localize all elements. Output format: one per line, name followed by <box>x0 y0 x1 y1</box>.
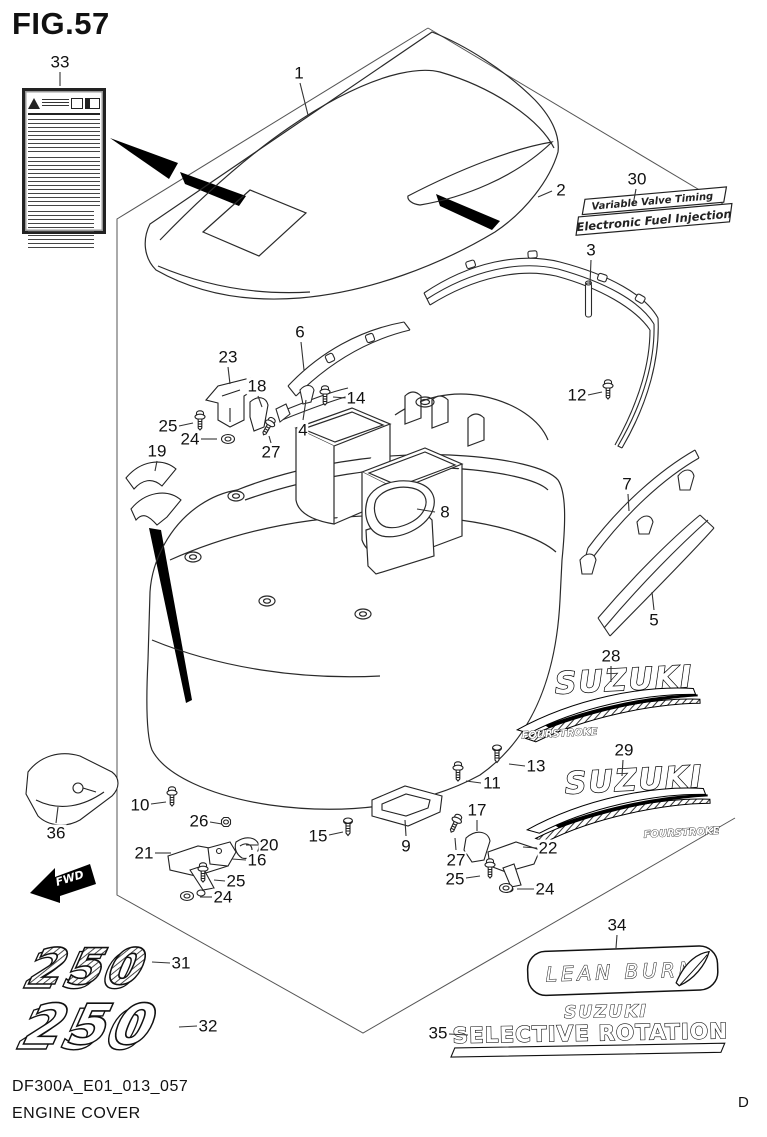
svg-text:LEAN BURN: LEAN BURN <box>545 957 698 986</box>
part-label-29: 29 <box>613 740 635 760</box>
engine-cover-top <box>144 31 559 300</box>
part-label-7: 7 <box>621 474 633 494</box>
placement-arrows <box>110 138 500 703</box>
part-label-2: 2 <box>555 180 567 200</box>
vent-seal-strips <box>275 321 411 423</box>
part-label-9: 9 <box>400 836 412 856</box>
part-label-4: 4 <box>297 420 309 440</box>
svg-text:250: 250 <box>25 938 156 996</box>
drawing-code: DF300A_E01_013_057 <box>12 1078 189 1095</box>
part-label-32: 32 <box>197 1016 219 1036</box>
warning-header-text-lines <box>42 98 69 108</box>
part-label-36: 36 <box>45 823 67 843</box>
warning-triangle-icon <box>28 97 40 109</box>
warning-fine-print <box>28 119 100 153</box>
part-label-30: 30 <box>626 169 648 189</box>
part-label-33: 33 <box>49 52 71 72</box>
svg-text:SELECTIVE ROTATION: SELECTIVE ROTATION <box>452 1019 728 1049</box>
part-label-25: 25 <box>444 869 466 889</box>
part-label-24: 24 <box>179 429 201 449</box>
part-label-10: 10 <box>129 795 151 815</box>
part-label-20: 20 <box>258 835 280 855</box>
suzuki-decal-28: SUZUKI FOURSTROKE <box>515 659 701 743</box>
warning-small-icon <box>71 97 83 109</box>
warning-fine-print <box>28 211 95 251</box>
part-label-5: 5 <box>648 610 660 630</box>
part-label-27: 27 <box>445 850 467 870</box>
drawing-caption: ENGINE COVER <box>12 1105 141 1122</box>
vvt-efi-badge: Variable Valve Timing Electronic Fuel In… <box>575 186 733 236</box>
leader-lines <box>55 72 655 1036</box>
part-label-34: 34 <box>606 915 628 935</box>
part-label-8: 8 <box>439 502 451 522</box>
part-label-21: 21 <box>133 843 155 863</box>
part-label-1: 1 <box>293 63 305 83</box>
part-label-22: 22 <box>537 838 559 858</box>
lower-cowl <box>146 391 566 810</box>
lean-burn-badge: LEAN BURN <box>526 945 719 997</box>
suzuki-wordmark: SUZUKI <box>554 660 694 702</box>
warning-manual-icon <box>85 97 100 109</box>
decal-250-outline: 250 250 <box>12 992 169 1063</box>
part-label-25: 25 <box>157 416 179 436</box>
part-label-26: 26 <box>188 811 210 831</box>
side-seal-and-molding <box>579 449 715 637</box>
part-label-24: 24 <box>534 879 556 899</box>
svg-text:250: 250 <box>20 993 168 1058</box>
part-label-6: 6 <box>294 322 306 342</box>
part-label-15: 15 <box>307 826 329 846</box>
svg-text:250: 250 <box>20 942 151 1000</box>
part-label-11: 11 <box>482 773 502 793</box>
svg-text:SUZUKI: SUZUKI <box>564 1002 648 1023</box>
part-label-27: 27 <box>260 442 282 462</box>
part-label-17: 17 <box>466 800 488 820</box>
part-label-14: 14 <box>345 388 367 408</box>
part-label-13: 13 <box>525 756 547 776</box>
part-label-24: 24 <box>212 887 234 907</box>
suzuki-decal-29: SUZUKI FOURSTROKE <box>525 759 720 843</box>
part-label-23: 23 <box>217 347 239 367</box>
vent-grille <box>423 250 659 449</box>
selective-rotation-decal: SUZUKI SELECTIVE ROTATION <box>450 1001 729 1058</box>
part-label-25: 25 <box>225 871 247 891</box>
svg-text:250: 250 <box>13 998 161 1063</box>
part-label-28: 28 <box>600 646 622 666</box>
fwd-arrow: FWD <box>30 864 96 903</box>
part-label-18: 18 <box>246 376 268 396</box>
part-label-12: 12 <box>566 385 588 405</box>
part-label-35: 35 <box>427 1023 449 1043</box>
part-label-3: 3 <box>585 240 597 260</box>
page-marker: D <box>738 1094 749 1111</box>
fourstroke-wordmark: FOURSTROKE <box>643 826 720 841</box>
figure-title: FIG.57 <box>12 6 110 41</box>
fourstroke-wordmark: FOURSTROKE <box>521 727 598 742</box>
warning-fine-print <box>28 157 100 207</box>
part-label-19: 19 <box>146 441 168 461</box>
frame-lines <box>116 27 736 1034</box>
warning-sticker-header <box>28 93 100 115</box>
part-label-31: 31 <box>170 953 192 973</box>
warning-sticker <box>22 88 106 251</box>
part-label-16: 16 <box>246 850 268 870</box>
decal-250-hatched: 250 250 <box>19 937 156 1001</box>
